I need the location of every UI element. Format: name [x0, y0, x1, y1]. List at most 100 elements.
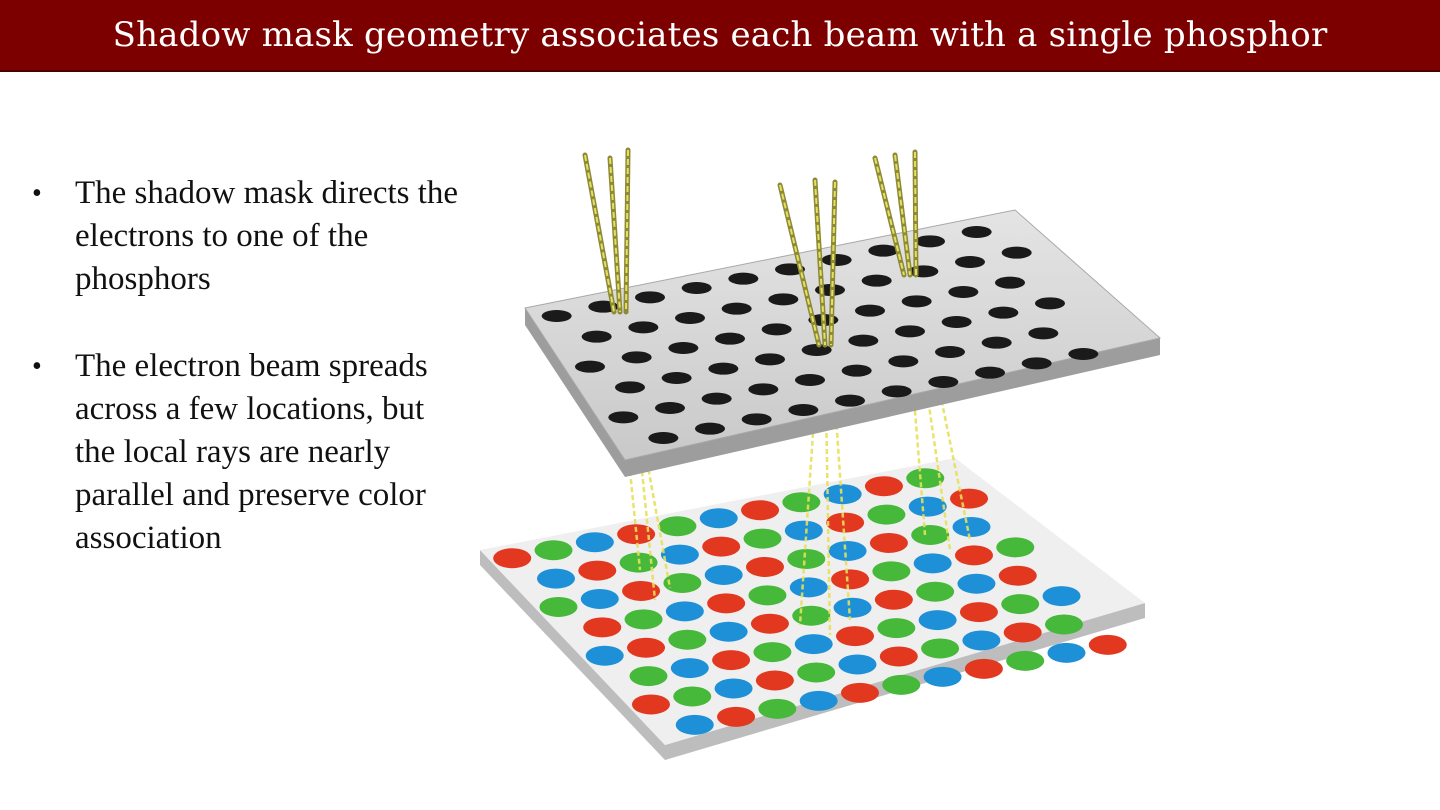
phosphor-dots	[493, 468, 1127, 735]
phosphor-dot	[668, 629, 707, 650]
electron-beam-lower	[829, 344, 852, 621]
phosphor-dot	[755, 670, 794, 691]
phosphor-dot	[826, 512, 865, 533]
mask-hole	[868, 244, 899, 257]
bullet-list: • The shadow mask directs the electrons …	[30, 172, 460, 604]
electron-beam-core	[830, 181, 836, 346]
mask-hole	[888, 355, 919, 368]
electron-beam-core	[814, 179, 826, 346]
phosphor-dot	[627, 637, 666, 658]
mask-hole	[575, 360, 605, 373]
phosphor-dot	[578, 560, 617, 581]
phosphor-dot	[921, 638, 960, 659]
phosphor-dot	[622, 580, 661, 601]
phosphor-dot	[998, 565, 1037, 586]
mask-hole	[695, 422, 725, 435]
phosphor-dot	[950, 488, 989, 509]
mask-hole	[681, 282, 712, 294]
mask-hole	[975, 366, 1005, 379]
mask-hole	[908, 265, 939, 278]
phosphor-dot	[709, 621, 748, 642]
mask-hole	[1068, 348, 1099, 360]
phosphor-dot	[918, 610, 957, 631]
phosphor-dot	[675, 714, 714, 735]
title-bar: Shadow mask geometry associates each bea…	[0, 0, 1440, 72]
bullet-marker: •	[32, 351, 42, 382]
phosphor-dot	[1001, 594, 1040, 615]
phosphor-dot	[877, 618, 916, 639]
mask-hole	[935, 346, 965, 358]
bullet-item: • The shadow mask directs the electrons …	[30, 172, 460, 301]
mask-hole	[928, 376, 959, 388]
mask-hole	[1035, 297, 1065, 310]
mask-holes	[541, 226, 1099, 444]
phosphor-dot	[617, 524, 656, 545]
phosphor-dot	[660, 544, 699, 565]
phosphor-dot	[874, 589, 913, 610]
mask-hole	[861, 274, 892, 287]
electron-beam-core	[779, 184, 820, 346]
phosphor-dot	[831, 569, 870, 590]
mask-hole	[841, 364, 872, 377]
phosphor-dot	[964, 658, 1003, 679]
mask-hole	[748, 383, 779, 396]
phosphor-dot	[879, 646, 918, 667]
shadow-mask-svg	[480, 147, 1162, 760]
mask-hole	[615, 381, 645, 394]
electron-beam-lower	[798, 344, 821, 626]
phosphor-dot	[717, 706, 756, 727]
phosphor-dot	[624, 609, 663, 630]
phosphor-dot	[1088, 634, 1127, 655]
phosphor-dot	[789, 577, 828, 598]
phosphor-dot	[702, 536, 741, 557]
mask-hole	[1028, 327, 1059, 340]
mask-hole	[655, 402, 685, 414]
phosphor-dot	[707, 593, 746, 614]
phosphor-dot	[536, 568, 575, 589]
mask-hole	[715, 332, 745, 345]
mask-hole	[835, 394, 865, 407]
mask-hole	[881, 385, 912, 398]
phosphor-dot	[631, 694, 670, 715]
phosphor-dot	[906, 468, 945, 489]
phosphor-dot	[908, 496, 947, 517]
phosphor-dot	[836, 626, 875, 647]
electron-beam-lower	[914, 274, 972, 541]
phosphor-dot	[1045, 614, 1084, 635]
electron-beam-core	[609, 157, 621, 313]
mask-hole	[848, 334, 879, 347]
phosphor-dot	[797, 662, 836, 683]
phosphor-dot	[867, 504, 906, 525]
phosphor-dot	[823, 484, 862, 505]
phosphor-dot	[840, 682, 879, 703]
phosphor-screen	[480, 458, 1145, 760]
mask-hole	[768, 293, 799, 306]
phosphor-dot	[745, 556, 784, 577]
mask-hole	[961, 226, 992, 238]
phosphor-dot	[534, 540, 573, 561]
phosphor-dot	[1006, 650, 1045, 671]
mask-hole	[648, 432, 679, 444]
phosphor-dot	[629, 666, 668, 687]
mask-hole	[721, 302, 752, 315]
phosphor-dot	[493, 548, 532, 569]
phosphor-dot	[882, 674, 921, 695]
phosphor-dot	[962, 630, 1001, 651]
mask-hole	[728, 272, 759, 285]
mask-hole	[621, 351, 652, 364]
phosphor-dot	[952, 516, 991, 537]
phosphor-dot	[750, 613, 789, 634]
phosphor-dot	[539, 596, 578, 617]
mask-hole	[675, 312, 705, 324]
mask-hole	[941, 316, 972, 328]
electron-beam-lower	[908, 274, 952, 551]
phosphor-dot	[864, 476, 903, 497]
phosphor-dot	[923, 666, 962, 687]
phosphor-dot	[714, 678, 753, 699]
phosphor-dot	[1042, 586, 1081, 607]
electron-beam-core	[874, 157, 905, 276]
phosphor-dot	[799, 690, 838, 711]
mask-hole	[901, 295, 932, 308]
bullet-text: The shadow mask directs the electrons to…	[75, 175, 459, 297]
phosphor-dot	[712, 650, 751, 671]
